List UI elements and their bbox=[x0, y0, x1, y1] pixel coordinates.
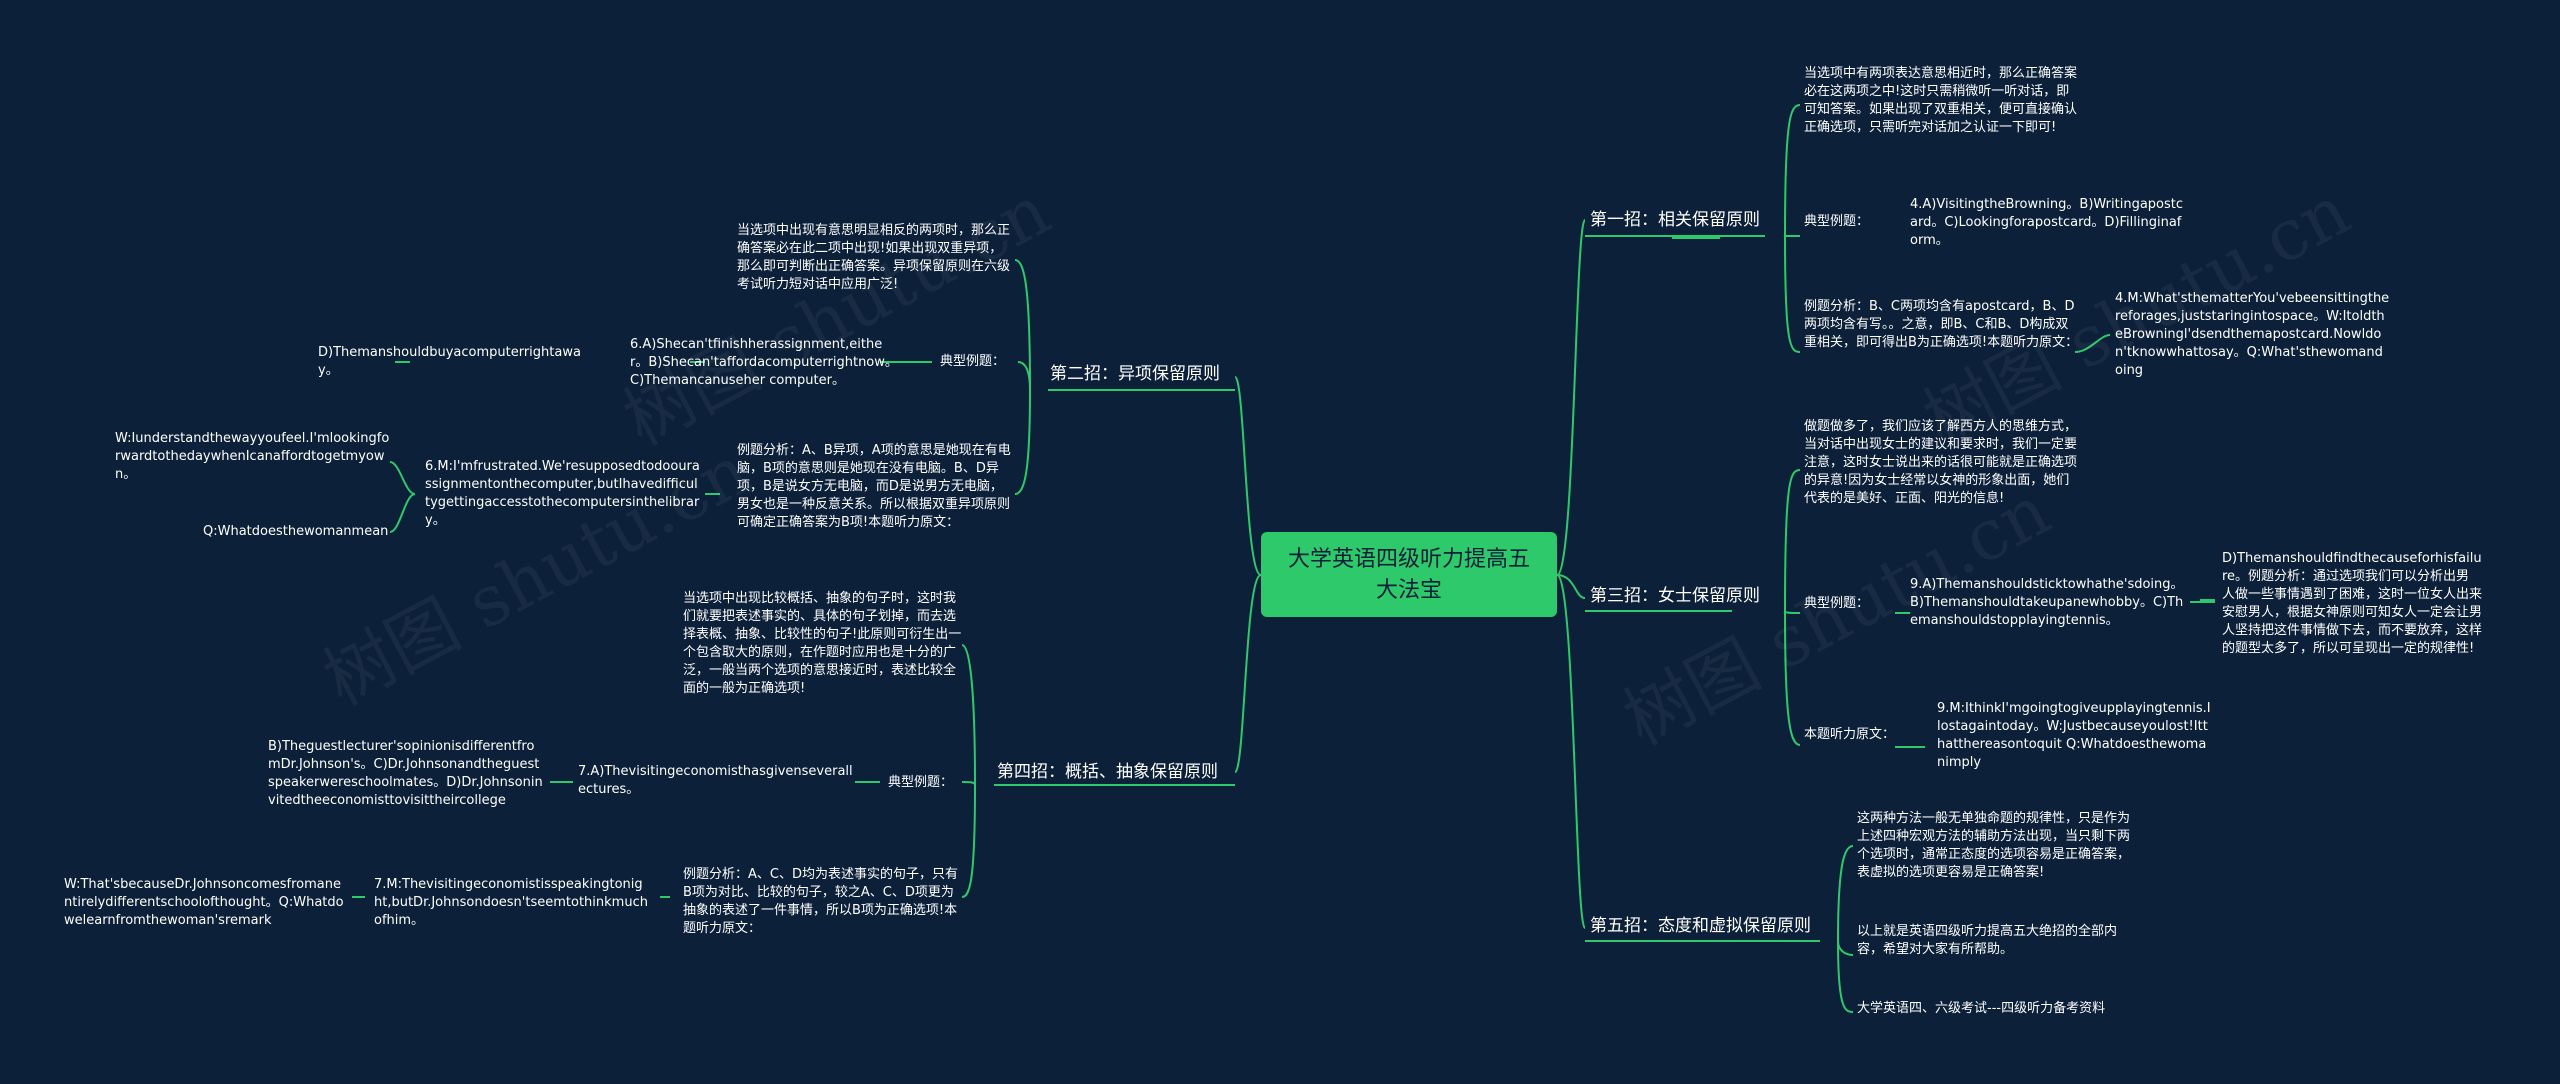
b3-example-label[interactable]: 典型例题： bbox=[1804, 596, 1870, 611]
branch-title-1[interactable]: 第一招：相关保留原则 bbox=[1590, 210, 1760, 230]
branch-title-2[interactable]: 第二招：异项保留原则 bbox=[1050, 364, 1220, 384]
b3-original-label[interactable]: 本题听力原文： bbox=[1804, 727, 1896, 742]
b2-option-d[interactable]: D)Themanshouldbuyacomputerrightaway。 bbox=[318, 345, 581, 378]
b4-intro[interactable]: 当选项中出现比较概括、抽象的句子时，这时我们就要把表述事实的、具体的句子划掉，而… bbox=[683, 591, 962, 696]
b1-original[interactable]: 4.M:What'sthematterYou'vebeensittingther… bbox=[2115, 291, 2390, 378]
b3-intro[interactable]: 做题做多了，我们应该了解西方人的思维方式，当对话中出现女士的建议和要求时，我们一… bbox=[1804, 419, 2078, 506]
branch-title-5[interactable]: 第五招：态度和虚拟保留原则 bbox=[1590, 916, 1811, 936]
b1-example-label[interactable]: 典型例题： bbox=[1804, 214, 1870, 229]
b1-example[interactable]: 4.A)VisitingtheBrowning。B)Writingapostca… bbox=[1910, 197, 2184, 248]
b2-reply[interactable]: W:Iunderstandthewayyoufeel.I'mlookingfor… bbox=[115, 431, 390, 482]
b2-original[interactable]: 6.M:I'mfrustrated.We'resupposedtodoouras… bbox=[425, 459, 700, 528]
b2-example-label[interactable]: 典型例题： bbox=[940, 354, 1006, 369]
root-node[interactable]: 大学英语四级听力提高五大法宝 bbox=[1261, 532, 1557, 617]
b3-option-d[interactable]: D)Themanshouldfindthecauseforhisfailure。… bbox=[2222, 551, 2483, 656]
b1-intro[interactable]: 当选项中有两项表达意思相近时，那么正确答案必在这两项之中!这时只需稍微听一听对话… bbox=[1804, 66, 2078, 135]
b1-analysis[interactable]: 例题分析：B、C两项均含有apostcard，B、D两项均含有写。。之意，即B、… bbox=[1804, 299, 2079, 350]
b4-example-label[interactable]: 典型例题： bbox=[888, 775, 954, 790]
b2-intro[interactable]: 当选项中出现有意思明显相反的两项时，那么正确答案必在此二项中出现!如果出现双重异… bbox=[737, 223, 1011, 292]
b4-original[interactable]: 7.M:Thevisitingeconomistisspeakingtonigh… bbox=[374, 877, 648, 928]
b2-example[interactable]: 6.A)Shecan'tfinishherassignment,either。B… bbox=[630, 337, 898, 388]
b4-options[interactable]: B)Theguestlecturer'sopinionisdifferentfr… bbox=[268, 739, 543, 808]
b4-analysis[interactable]: 例题分析：A、C、D均为表述事实的句子，只有B项为对比、比较的句子，较之A、C、… bbox=[683, 867, 958, 936]
b2-analysis[interactable]: 例题分析：A、B异项，A项的意思是她现在有电脑，B项的意思则是她现在没有电脑。B… bbox=[737, 443, 1011, 530]
b4-example[interactable]: 7.A)Thevisitingeconomisthasgivenseverall… bbox=[578, 764, 853, 797]
branch-title-3[interactable]: 第三招：女士保留原则 bbox=[1590, 586, 1760, 606]
b2-question[interactable]: Q:Whatdoesthewomanmean bbox=[203, 524, 389, 539]
b5-summary[interactable]: 以上就是英语四级听力提高五大绝招的全部内容，希望对大家有所帮助。 bbox=[1857, 924, 2118, 957]
b3-example[interactable]: 9.A)Themanshouldsticktowhathe'sdoing。B)T… bbox=[1910, 577, 2184, 628]
branch-title-4[interactable]: 第四招：概括、抽象保留原则 bbox=[997, 762, 1218, 782]
b4-reply[interactable]: W:That'sbecauseDr.Johnsoncomesfromanenti… bbox=[64, 877, 344, 928]
b3-original[interactable]: 9.M:IthinkI'mgoingtogiveupplayingtennis.… bbox=[1937, 701, 2211, 770]
b5-intro[interactable]: 这两种方法一般无单独命题的规律性，只是作为上述四种宏观方法的辅助方法出现，当只剩… bbox=[1857, 811, 2131, 880]
b5-resource[interactable]: 大学英语四、六级考试---四级听力备考资料 bbox=[1857, 1001, 2106, 1016]
